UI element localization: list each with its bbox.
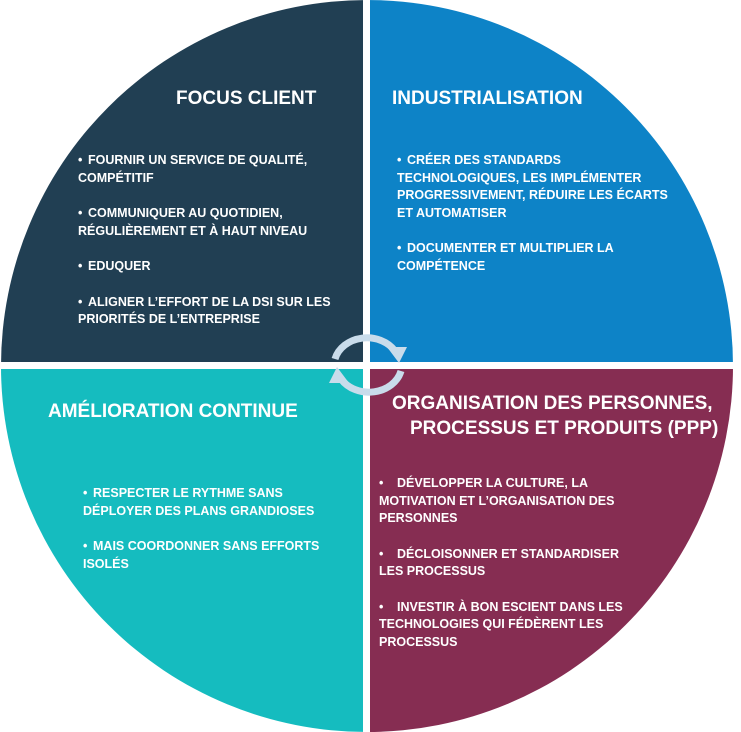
list-item: •CRÉER DES STANDARDS TECHNOLOGIQUES, LES… bbox=[397, 153, 668, 220]
list-item: •COMMUNIQUER AU QUOTIDIEN, RÉGULIÈREMENT… bbox=[78, 206, 308, 238]
focus-client-bullets: •FOURNIR UN SERVICE DE QUALITÉ, COMPÉTIT… bbox=[78, 152, 338, 347]
list-item: •EDUQUER bbox=[78, 259, 151, 273]
organisation-title-line1: ORGANISATION DES PERSONNES, bbox=[392, 393, 713, 414]
cycle-arrows-icon bbox=[329, 334, 407, 396]
organisation-title-line2: PROCESSUS ET PRODUITS (PPP) bbox=[410, 418, 719, 439]
list-item: •DÉCLOISONNER ET STANDARDISER LES PROCES… bbox=[379, 546, 620, 579]
organisation-bullets: •DÉVELOPPER LA CULTURE, LA MOTIVATION ET… bbox=[379, 475, 644, 669]
list-item: •DÉVELOPPER LA CULTURE, LA MOTIVATION ET… bbox=[379, 476, 615, 525]
list-item: •ALIGNER L’EFFORT DE LA DSI SUR LES PRIO… bbox=[78, 294, 331, 327]
focus-client-title: FOCUS CLIENT bbox=[176, 88, 317, 109]
separator-horizontal bbox=[0, 362, 741, 369]
industrialisation-title: INDUSTRIALISATION bbox=[392, 88, 583, 109]
list-item: •DOCUMENTER ET MULTIPLIER LA COMPÉTENCE bbox=[397, 241, 614, 273]
list-item: •MAIS COORDONNER SANS EFFORTS ISOLÉS bbox=[83, 539, 320, 571]
list-item: •INVESTIR À BON ESCIENT DANS LES TECHNOL… bbox=[379, 599, 623, 649]
industrialisation-bullets: •CRÉER DES STANDARDS TECHNOLOGIQUES, LES… bbox=[397, 152, 672, 293]
amelioration-continue-bullets: •RESPECTER LE RYTHME SANS DÉPLOYER DES P… bbox=[83, 485, 345, 591]
quadrant-bottom-right bbox=[367, 366, 733, 732]
quadrant-bottom-left bbox=[1, 366, 367, 732]
list-item: •RESPECTER LE RYTHME SANS DÉPLOYER DES P… bbox=[83, 486, 315, 518]
amelioration-continue-title: AMÉLIORATION CONTINUE bbox=[48, 401, 298, 422]
quadrant-top-left bbox=[1, 0, 367, 366]
quadrant-top-right bbox=[367, 0, 733, 366]
list-item: •FOURNIR UN SERVICE DE QUALITÉ, COMPÉTIT… bbox=[78, 153, 308, 185]
